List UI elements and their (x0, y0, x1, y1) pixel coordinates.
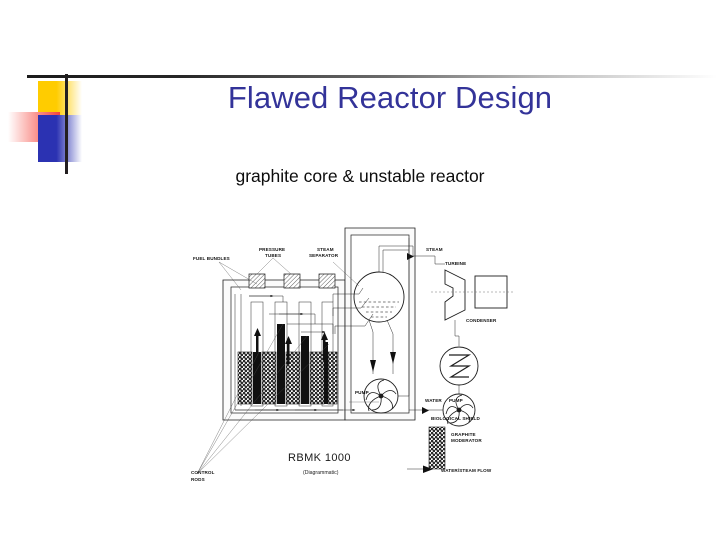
pressure-tube-plugs (248, 273, 336, 289)
legend-graphite-swatch (428, 426, 446, 470)
steam-separator-drum (351, 245, 414, 374)
slide-subtitle: graphite core & unstable reactor (235, 166, 485, 186)
core-flow-arrows (254, 328, 328, 364)
label-steam-separator-line1: STEAM (317, 247, 334, 252)
condenser-unit (439, 346, 479, 396)
legend-flow-arrowhead (423, 465, 433, 473)
label-graphite-moderator-line2: MODERATOR (451, 438, 482, 443)
label-steam-separator-line2: SEPARATOR (309, 253, 339, 258)
label-turbine: TURBINE (445, 261, 466, 266)
rbmk-reactor-diagram: FUEL BUNDLES PRESSURE TUBES STEAM SEPARA… (183, 224, 543, 504)
diagram-legend (407, 426, 446, 473)
label-control-rods-line1: CONTROL (191, 470, 215, 475)
diagram-labels: FUEL BUNDLES PRESSURE TUBES STEAM SEPARA… (191, 247, 497, 482)
reactor-schematic-svg: FUEL BUNDLES PRESSURE TUBES STEAM SEPARA… (191, 227, 513, 482)
label-fuel-bundles: FUEL BUNDLES (193, 256, 230, 261)
main-circulation-pump (363, 378, 399, 414)
label-biological-shield: BIOLOGICAL SHIELD (431, 416, 480, 421)
label-steam: STEAM (426, 247, 443, 252)
page-title: Flawed Reactor Design (227, 80, 553, 115)
control-rod-columns (253, 324, 328, 404)
header-flow-arrows (249, 294, 356, 412)
graphite-moderator-blocks (237, 351, 338, 405)
reactor-core-assembly (237, 301, 338, 407)
design-accent-logo (0, 62, 130, 177)
label-control-rods-line2: RODS (191, 477, 205, 482)
label-flow-legend: WATER/STEAM FLOW (441, 468, 492, 473)
diagram-caption-sub: (Diagrammatic) (303, 470, 339, 476)
logo-vertical-rule (65, 74, 68, 174)
label-water: WATER (425, 398, 442, 403)
label-leader-lines (196, 257, 379, 475)
label-pump-right: PUMP (449, 398, 463, 403)
label-pressure-tubes-line2: TUBES (265, 253, 281, 258)
title-horizontal-rule (27, 75, 717, 78)
turbine-generator-set (431, 269, 513, 346)
label-pressure-tubes-line1: PRESSURE (259, 247, 285, 252)
label-graphite-moderator-line1: GRAPHITE (451, 432, 476, 437)
diagram-caption: RBMK 1000 (288, 452, 351, 464)
label-pump-left: PUMP (355, 390, 369, 395)
label-condenser: CONDENSER (466, 318, 497, 323)
feedwater-return-loop (398, 238, 443, 414)
logo-blue-square (38, 115, 82, 162)
